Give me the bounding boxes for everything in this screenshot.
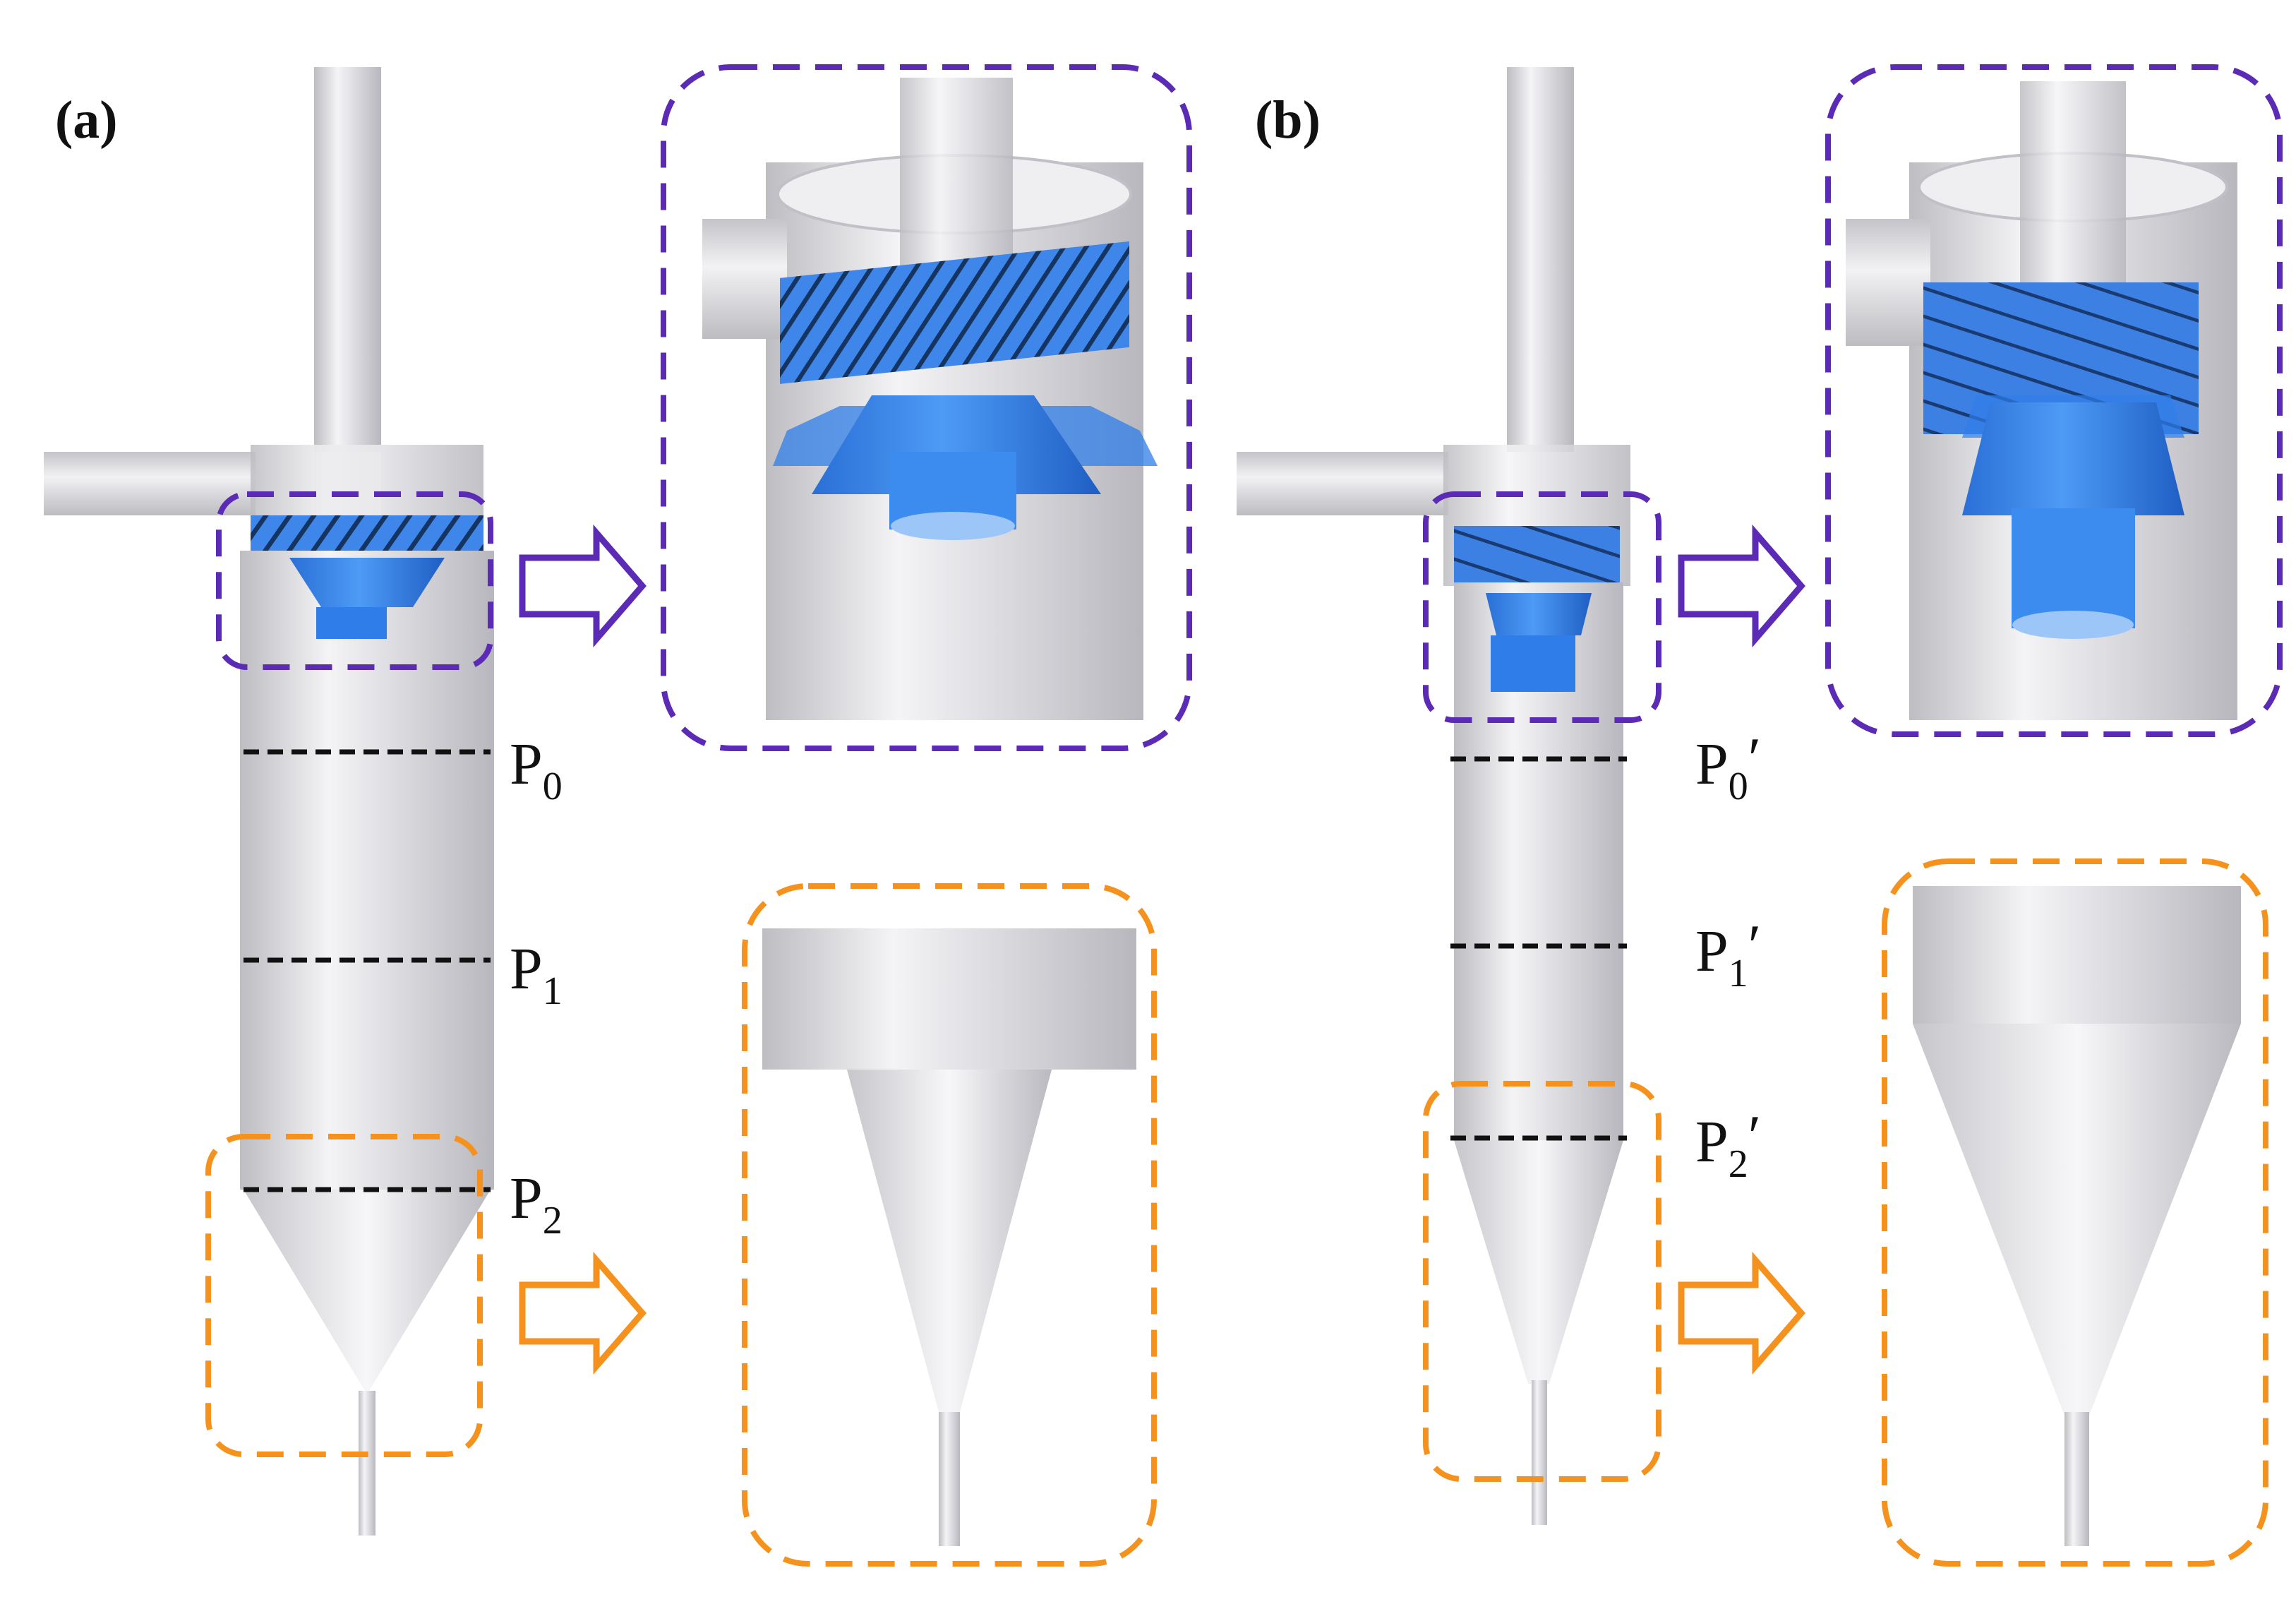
- cylinder-body: [240, 551, 494, 1190]
- impeller-hub: [316, 607, 387, 639]
- zoom-cone-cap: [762, 928, 1136, 1070]
- zoom-orange-frame: [742, 883, 1157, 1567]
- plane-label-p1-prime: P1′: [1695, 913, 1761, 995]
- zoom-orange-frame: [1882, 858, 2268, 1567]
- swirl-vanes: [251, 515, 483, 554]
- panel-a: (a) P0 P1 P2: [44, 64, 1192, 1567]
- zoom-cone-impeller: [812, 395, 1101, 494]
- zoom-cone-b: [1913, 886, 2241, 1546]
- zoom-cone-impeller: [1962, 402, 2184, 515]
- arrow-right-icon: [1678, 1251, 1805, 1375]
- zoom-impeller-hub: [2012, 508, 2135, 628]
- plane-label-p2-prime: P2′: [1695, 1103, 1761, 1186]
- cone-impeller: [1486, 593, 1592, 635]
- cone-section: [244, 1190, 491, 1394]
- cone-impeller: [289, 558, 445, 607]
- panel-b-label: (b): [1255, 90, 1321, 150]
- inlet-pipe: [1237, 452, 1448, 515]
- zoom-impeller-b: [1846, 81, 2237, 720]
- panel-b: (b) P0′ P1′ P2′: [1237, 64, 2283, 1567]
- zoom-overflow-pipe: [2020, 81, 2126, 314]
- purple-highlight-box: [216, 491, 493, 670]
- orange-highlight-box: [205, 1134, 483, 1457]
- zoom-underflow-pipe: [2064, 1412, 2089, 1546]
- zoom-inlet-pipe: [702, 219, 787, 339]
- inlet-pipe: [44, 452, 256, 515]
- zoom-cone-cap: [1913, 886, 2241, 1024]
- arrow-right-icon: [519, 1251, 647, 1375]
- separator-a: [44, 67, 494, 1536]
- underflow-pipe: [359, 1391, 375, 1536]
- swirl-vanes: [1454, 526, 1620, 582]
- zoom-cone: [1913, 1024, 2241, 1416]
- plane-label-p2: P2: [510, 1166, 563, 1243]
- zoom-purple-frame: [661, 64, 1192, 751]
- plane-label-p0: P0: [510, 731, 563, 808]
- zoom-swirl-vanes: [780, 241, 1129, 384]
- arrow-right-icon: [519, 524, 647, 648]
- zoom-purple-frame: [1825, 64, 2283, 737]
- zoom-underflow-pipe: [939, 1412, 960, 1546]
- orange-highlight-box: [1423, 1081, 1661, 1482]
- zoom-cone: [847, 1070, 1052, 1412]
- plane-label-p1: P1: [510, 936, 563, 1013]
- plane-label-p0-prime: P0′: [1695, 726, 1761, 808]
- cone-section: [1454, 1140, 1623, 1384]
- underflow-pipe: [1532, 1380, 1547, 1525]
- zoom-inlet-pipe: [1846, 219, 1930, 346]
- overflow-pipe: [314, 67, 381, 452]
- separator-b: [1237, 67, 1630, 1525]
- overflow-pipe: [1507, 67, 1574, 452]
- purple-highlight-box: [1423, 491, 1661, 723]
- arrow-right-icon: [1678, 524, 1805, 648]
- zoom-impeller-a: [702, 78, 1158, 720]
- zoom-cone-a: [762, 928, 1136, 1546]
- impeller-hub: [1491, 635, 1575, 692]
- panel-a-label: (a): [55, 90, 118, 150]
